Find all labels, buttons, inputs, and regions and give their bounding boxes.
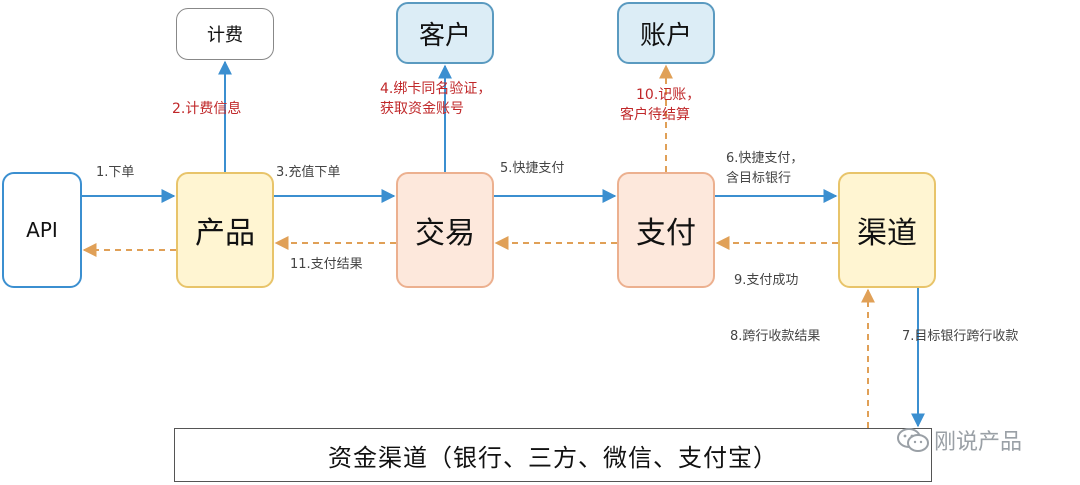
node-api-label: API [26,218,58,242]
node-customer-label: 客户 [418,20,471,51]
edge-label-9: 9.支付成功 [734,273,799,288]
edge-label-10-line1: 10.记账， [636,87,701,103]
wechat-icon [897,428,929,452]
node-api: API [2,172,82,288]
edge-label-2: 2.计费信息 [172,101,242,117]
edge-label-8: 8.跨行收款结果 [730,329,821,344]
node-trade: 交易 [396,172,494,288]
edge-label-7: 7.目标银行跨行收款 [902,329,1019,344]
node-fund-channel: 资金渠道（银行、三方、微信、支付宝） [174,428,932,482]
edge-label-6-line2: 含目标银行 [726,171,792,186]
node-trade-label: 交易 [415,216,475,251]
node-billing-label: 计费 [207,25,243,46]
edge-label-11: 11.支付结果 [290,257,363,272]
node-account: 账户 [617,2,715,64]
node-payment-label: 支付 [636,216,696,251]
node-payment: 支付 [617,172,715,288]
node-channel: 渠道 [838,172,936,288]
node-billing: 计费 [176,8,274,60]
node-product: 产品 [176,172,274,288]
edge-label-4-line2: 获取资金账号 [380,101,464,117]
edge-label-3: 3.充值下单 [276,165,341,180]
edge-label-10-line2: 客户待结算 [620,107,690,123]
node-product-label: 产品 [195,216,255,251]
node-fund-channel-label: 资金渠道（银行、三方、微信、支付宝） [328,443,778,472]
edge-label-5: 5.快捷支付 [500,161,565,176]
edge-label-1: 1.下单 [96,165,135,180]
edge-label-4-line1: 4.绑卡同名验证， [380,81,492,97]
watermark-text: 刚说产品 [934,430,1023,455]
node-customer: 客户 [396,2,494,64]
edge-label-6-line1: 6.快捷支付， [726,151,804,166]
node-account-label: 账户 [639,20,692,51]
watermark: 刚说产品 [896,424,1022,456]
node-channel-label: 渠道 [857,216,917,251]
